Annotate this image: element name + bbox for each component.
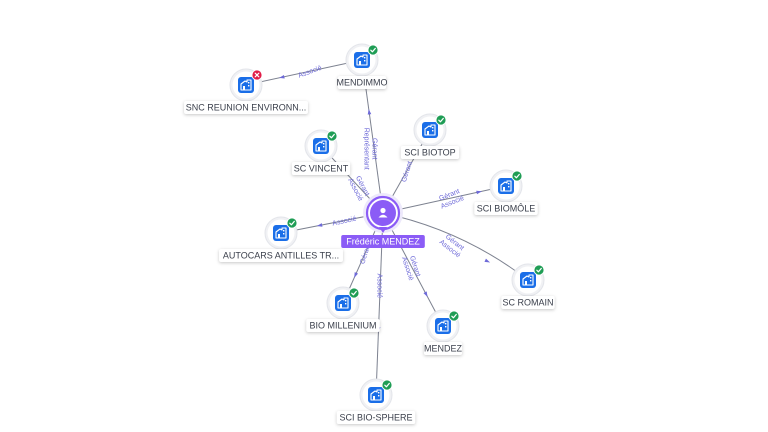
company-building-icon xyxy=(354,52,370,68)
company-name-label: SNC REUNION ENVIRONN... xyxy=(186,103,307,113)
edge-arrow xyxy=(476,190,482,195)
company-node-sci-biotop[interactable]: SCI BIOTOP xyxy=(400,113,460,159)
edge-label-group: Gérant xyxy=(401,161,414,184)
node-label-box xyxy=(336,411,416,424)
node-label-box xyxy=(501,296,555,309)
edge-arrow xyxy=(354,272,359,278)
edge-label-group: Associé xyxy=(297,65,323,80)
node-label-box xyxy=(423,342,463,355)
company-node-snc-reunion[interactable]: SNC REUNION ENVIRONN... xyxy=(184,68,308,114)
company-node-autocars[interactable]: AUTOCARS ANTILLES TR... xyxy=(219,216,343,262)
company-node-sci-bio-sphere[interactable]: SCI BIO-SPHERE xyxy=(336,378,416,424)
status-active-icon xyxy=(448,310,460,322)
node-label-box xyxy=(337,76,387,89)
company-building-icon xyxy=(313,138,329,154)
company-node-sc-romain[interactable]: SC ROMAIN xyxy=(501,263,555,309)
node-label-box xyxy=(400,146,460,159)
edge-label-group: Associé xyxy=(332,216,358,228)
company-name-label: SC ROMAIN xyxy=(502,298,553,308)
company-node-mendez[interactable]: MENDEZ xyxy=(423,309,463,355)
edge-label-group: Associé xyxy=(376,274,383,299)
edge-label: Gérant xyxy=(371,138,378,159)
company-name-label: BIO MILLENIUM xyxy=(309,321,376,331)
person-name-label: Frédéric MENDEZ xyxy=(346,237,420,247)
company-building-icon xyxy=(368,387,384,403)
person-icon xyxy=(378,207,388,218)
edge-arrow xyxy=(316,223,323,227)
company-name-label: MENDIMMO xyxy=(337,78,388,88)
edge-arrow xyxy=(423,291,428,298)
company-building-icon xyxy=(335,295,351,311)
edge-arrow xyxy=(367,109,372,115)
node-label-box xyxy=(474,202,538,215)
company-name-label: SC VINCENT xyxy=(294,164,349,174)
node-label-box xyxy=(184,101,308,114)
status-active-icon xyxy=(286,217,298,229)
edge-arrow xyxy=(484,258,491,263)
status-active-icon xyxy=(326,130,338,142)
company-building-icon xyxy=(435,318,451,334)
company-name-label: MENDEZ xyxy=(424,344,463,354)
status-active-icon xyxy=(533,264,545,276)
node-label-box xyxy=(219,249,343,262)
company-node-bio-millenium[interactable]: BIO MILLENIUM xyxy=(306,286,380,332)
edge-arrow xyxy=(279,74,285,79)
node-label-box xyxy=(306,319,380,332)
center-node[interactable]: Frédéric MENDEZ xyxy=(341,193,425,248)
status-active-icon xyxy=(381,379,393,391)
status-closed-icon xyxy=(251,69,263,81)
status-active-icon xyxy=(348,287,360,299)
company-name-label: AUTOCARS ANTILLES TR... xyxy=(223,251,339,261)
company-name-label: SCI BIO-SPHERE xyxy=(339,413,412,423)
company-building-icon xyxy=(498,178,514,194)
edge-label: Associé xyxy=(297,65,323,80)
edge-label: Gérant xyxy=(401,161,414,184)
status-active-icon xyxy=(435,114,447,126)
edge-label: Associé xyxy=(332,216,358,228)
company-node-mendimmo[interactable]: MENDIMMO xyxy=(337,43,388,89)
company-node-sc-vincent[interactable]: SC VINCENT xyxy=(291,129,351,175)
company-node-sci-biomole[interactable]: SCI BIOMÔLE xyxy=(474,169,538,215)
status-active-icon xyxy=(511,170,523,182)
center-label-box xyxy=(341,235,425,248)
company-building-icon xyxy=(238,77,254,93)
edge-line xyxy=(382,185,507,214)
status-active-icon xyxy=(367,44,379,56)
company-building-icon xyxy=(422,122,438,138)
edge-line xyxy=(382,212,444,327)
edge-label: Associé xyxy=(376,274,383,299)
edge-label: Représentant xyxy=(363,128,370,170)
company-building-icon xyxy=(273,225,289,241)
edge-line xyxy=(245,59,363,86)
node-label-box xyxy=(291,162,351,175)
company-building-icon xyxy=(520,272,536,288)
nodes-layer: MENDIMMO SNC REUNION ENVIRONN... SCI BIOTO… xyxy=(184,43,555,424)
company-name-label: SCI BIOTOP xyxy=(404,148,455,158)
company-name-label: SCI BIOMÔLE xyxy=(477,204,536,214)
